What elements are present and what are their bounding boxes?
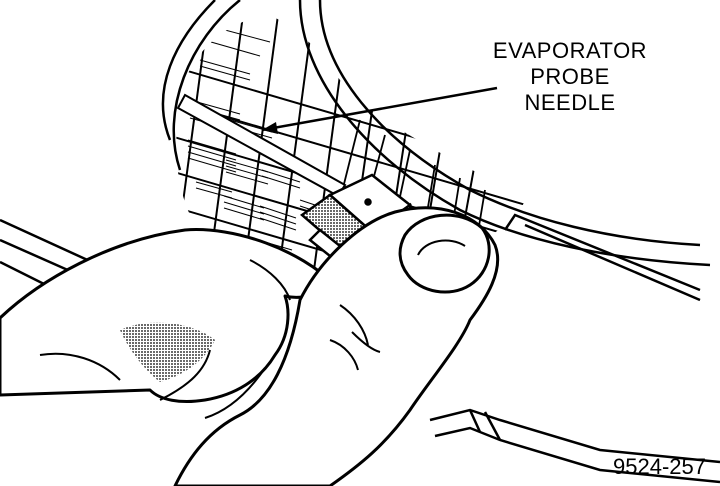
technician-hand [0,206,500,486]
callout-line-1: EVAPORATOR [492,38,648,63]
callout-leader-line [261,86,498,134]
figure-number: 9524-257 [613,454,706,479]
evaporator-probe-needle-label: EVAPORATOR PROBE NEEDLE [490,38,650,116]
callout-line-2: PROBE [530,64,610,89]
callout-line-3: NEEDLE [524,90,616,115]
